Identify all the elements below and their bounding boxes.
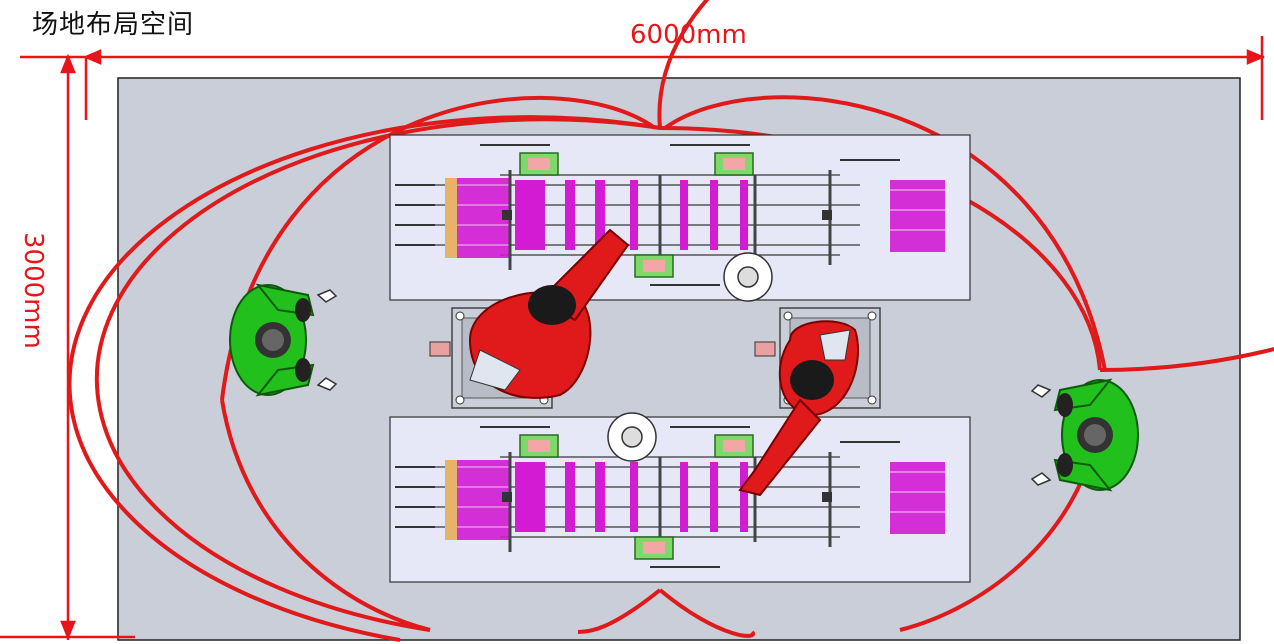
workbench-top <box>388 133 972 302</box>
height-dimension-label: 3000mm <box>18 232 48 349</box>
robot-reach-arcs-detail <box>220 95 1107 638</box>
robot-left <box>429 228 630 399</box>
dimension-lines <box>0 36 1266 641</box>
page-title: 场地布局空间 <box>32 10 195 40</box>
workbench-bottom <box>388 415 972 584</box>
robot-right <box>738 320 860 497</box>
turntable-bottom <box>607 412 657 462</box>
turntable-top <box>723 252 773 302</box>
